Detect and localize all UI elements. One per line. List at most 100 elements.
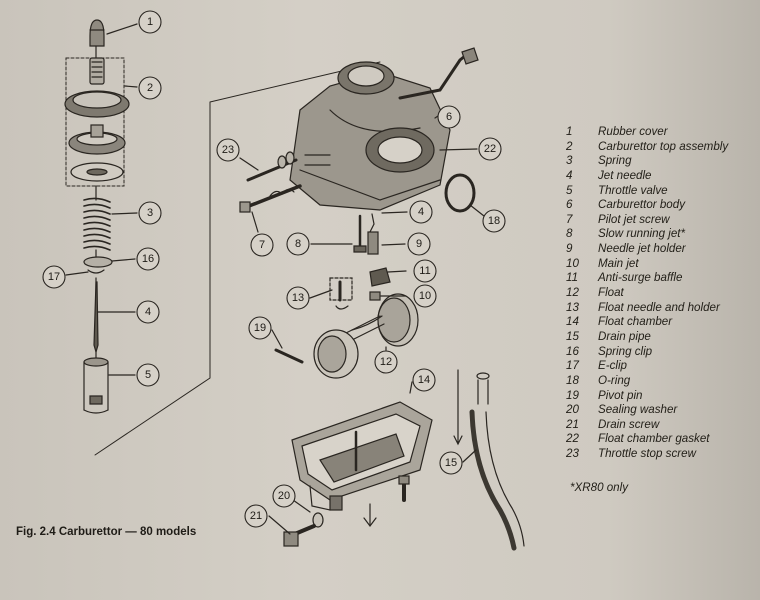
float-part [313,293,419,379]
figure-caption: Fig. 2.4 Carburettor — 80 models [16,526,197,538]
legend-label: Throttle stop screw [598,447,696,461]
legend-label: Slow running jet* [598,227,686,241]
legend-label: Drain screw [598,417,660,431]
legend-number: 21 [566,417,579,431]
legend-label: E-clip [598,359,627,373]
callout-16: 16 [136,247,160,271]
svg-text:8: 8 [295,238,301,250]
legend-row: 13 Float needle and holder [566,301,760,316]
legend-number: 6 [566,198,573,212]
svg-text:1: 1 [147,16,153,28]
legend-number: 8 [566,227,573,241]
svg-text:2: 2 [147,82,153,94]
svg-text:6: 6 [446,111,452,123]
drain-pipe-part [453,369,525,551]
throttle-stop-screw-part [246,151,298,182]
float-needle-part [329,277,353,310]
carburettor-top-part [64,57,130,182]
svg-text:22: 22 [484,143,496,155]
svg-text:5: 5 [145,369,151,381]
legend-footnote: *XR80 only [570,481,629,494]
legend-label: Pilot jet screw [598,212,670,226]
svg-text:12: 12 [380,356,392,368]
svg-text:21: 21 [250,510,262,522]
legend-row: 21 Drain screw [566,418,760,433]
svg-text:7: 7 [259,239,265,251]
svg-text:9: 9 [416,238,422,250]
legend-number: 10 [566,256,579,270]
callout-8: 8 [286,232,310,256]
legend-label: Float chamber gasket [598,432,710,446]
legend-label: Spring clip [598,344,653,358]
svg-text:15: 15 [445,457,457,469]
svg-text:11: 11 [419,265,430,277]
callout-15: 15 [439,451,463,475]
legend-label: Carburettor body [598,198,685,212]
svg-text:10: 10 [419,290,431,302]
legend-label: O-ring [598,373,631,387]
legend-number: 11 [566,271,579,285]
callout-21: 21 [244,504,268,528]
svg-text:17: 17 [48,271,60,283]
callout-20: 20 [272,484,296,508]
svg-text:13: 13 [292,292,304,304]
svg-text:18: 18 [488,215,500,227]
svg-text:23: 23 [222,144,234,156]
legend-row: 16 Spring clip [566,345,760,360]
callout-3: 3 [138,201,162,225]
legend-label: Throttle valve [598,183,668,197]
callout-7: 7 [250,233,274,257]
legend-label: Needle jet holder [598,242,686,256]
svg-text:4: 4 [145,306,151,318]
callout-22: 22 [478,137,502,161]
legend-label: Sealing washer [598,403,678,417]
legend-label: Anti-surge baffle [598,271,683,285]
legend-label: Float needle and holder [598,300,720,314]
svg-text:16: 16 [142,253,154,265]
callout-markers: 1 2 3 16 17 4 5 6 22 23 7 8 4 9 11 10 18… [42,10,506,528]
legend-label: Jet needle [598,168,652,182]
legend-number: 18 [566,373,579,387]
legend-label: Drain pipe [598,329,651,343]
callout-4b: 4 [409,200,433,224]
legend-number: 13 [566,300,579,314]
callout-17: 17 [42,265,66,289]
carburettor-body-part [289,47,479,211]
spring-part [83,197,111,251]
pivot-pin-part [274,348,304,364]
rubber-cover-part [89,19,105,47]
callout-11: 11 [413,259,437,283]
legend-number: 22 [566,432,579,446]
callout-12: 12 [374,350,398,374]
float-chamber-part [291,401,433,527]
svg-text:4: 4 [418,206,424,218]
legend-number: 14 [566,315,579,329]
callout-2: 2 [138,76,162,100]
callout-14: 14 [412,368,436,392]
legend-row: 18 O-ring [566,374,760,389]
svg-text:3: 3 [147,207,153,219]
legend-number: 12 [566,286,579,300]
o-ring-part [444,173,476,213]
legend-number: 15 [566,329,579,343]
legend-label: Spring [598,154,632,168]
callout-5: 5 [136,363,160,387]
callout-9: 9 [407,232,431,256]
callout-10: 10 [413,284,437,308]
legend-label: Carburettor top assembly [598,139,729,153]
callout-18: 18 [482,209,506,233]
legend-row: 6 Carburettor body [566,198,760,213]
legend-number: 16 [566,344,579,358]
throttle-valve-part [83,357,109,414]
